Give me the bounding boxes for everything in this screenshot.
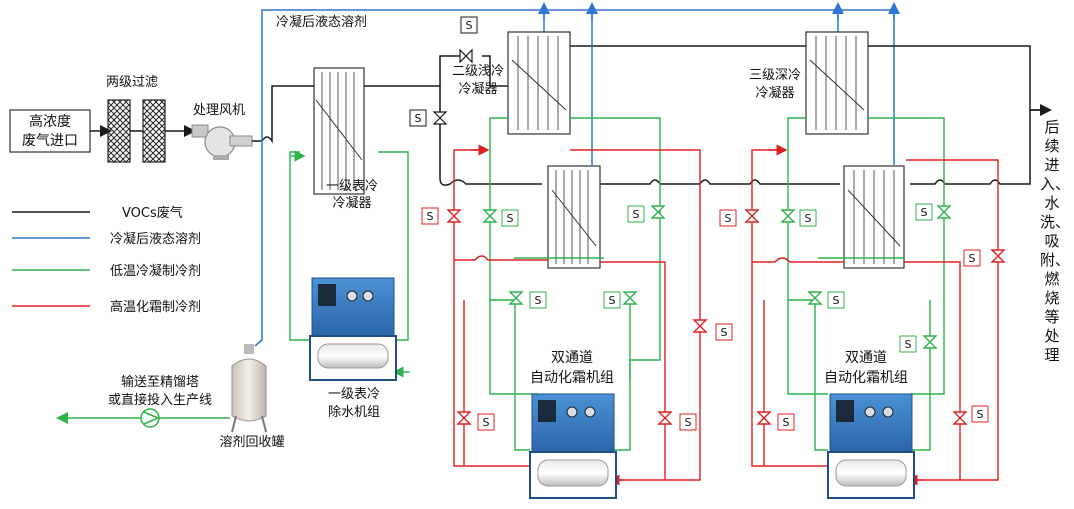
inlet-label-line1: 高浓度 [29,113,71,130]
svg-text:S: S [805,212,812,225]
defrost-condenser-2 [843,165,905,269]
pump-target-line2: 或直接投入生产线 [108,392,212,408]
filter-1 [107,99,131,163]
gas-pipeline [252,45,1040,186]
tank-label: 溶剂回收罐 [219,435,284,450]
legend-cold-label: 低温冷凝制冷剂 [110,263,201,279]
stage1-condenser [300,67,386,195]
solvent-tank [231,344,267,433]
fan-label: 处理风机 [193,103,245,118]
defrost-unit-1-label-line1: 双通道 [551,350,593,366]
svg-text:S: S [415,112,422,125]
pump-icon [140,408,160,428]
svg-text:S: S [507,212,514,225]
svg-text:S: S [725,212,732,225]
inlet-box: 高浓度 废气进口 [9,109,91,153]
gas-valves [432,48,473,125]
solenoid-letters: S S S S S S S S S S S S S S S S S S [415,19,984,429]
stage2-label-line1: 二级浅冷 [452,64,504,79]
legend-gas-label: VOCs废气 [122,205,183,221]
stage3-label-line1: 三级深冷 [749,68,801,83]
pump-target-line1: 输送至精馏塔 [121,374,199,390]
defrost-condenser-1 [547,165,601,269]
solenoid-boxes [409,16,989,431]
svg-text:S: S [685,416,692,429]
svg-text:S: S [483,416,490,429]
svg-text:S: S [535,294,542,307]
dehumidifier-unit [309,277,397,381]
defrost-unit-2-label-line2: 自动化霜机组 [824,370,908,386]
inlet-label-line2: 废气进口 [22,133,78,149]
defrost-unit-1 [529,393,617,499]
defrost-unit-2-label-line1: 双通道 [845,350,887,366]
cold-valves [482,205,952,349]
legend-liquid-label: 冷凝后液态溶剂 [110,231,201,247]
svg-text:S: S [905,338,912,351]
dehumid-label-line1: 一级表冷 [328,387,380,402]
svg-text:S: S [833,294,840,307]
filter-label: 两级过滤 [106,75,158,90]
svg-text:S: S [466,19,473,32]
legend-hot-label: 高温化霜制冷剂 [110,299,201,315]
hot-valves [446,209,1006,425]
stage3-condenser [805,31,896,135]
stage2-condenser [507,31,590,135]
svg-text:S: S [633,208,640,221]
post-treatment-label: 后续进入、水洗、吸附、燃烧等处理 [1040,118,1071,364]
defrost-unit-1-label-line2: 自动化霜机组 [530,370,614,386]
stage3-label-line2: 冷凝器 [755,85,794,101]
svg-text:S: S [921,206,928,219]
stage1-label-line2: 冷凝器 [332,195,371,211]
svg-text:S: S [969,252,976,265]
svg-text:S: S [609,294,616,307]
filter-2 [142,99,166,163]
condensed-solvent-label: 冷凝后液态溶剂 [276,14,367,30]
svg-text:S: S [783,416,790,429]
svg-text:S: S [977,408,984,421]
stage2-label-line2: 冷凝器 [458,81,497,97]
defrost-unit-2 [827,393,915,499]
svg-text:S: S [427,210,434,223]
stage1-label-line1: 一级表冷 [326,179,378,194]
dehumid-label-line2: 除水机组 [328,405,380,420]
legend: VOCs废气 冷凝后液态溶剂 低温冷凝制冷剂 高温化霜制冷剂 [12,205,201,315]
svg-text:S: S [721,326,728,339]
fan-icon [191,124,253,160]
